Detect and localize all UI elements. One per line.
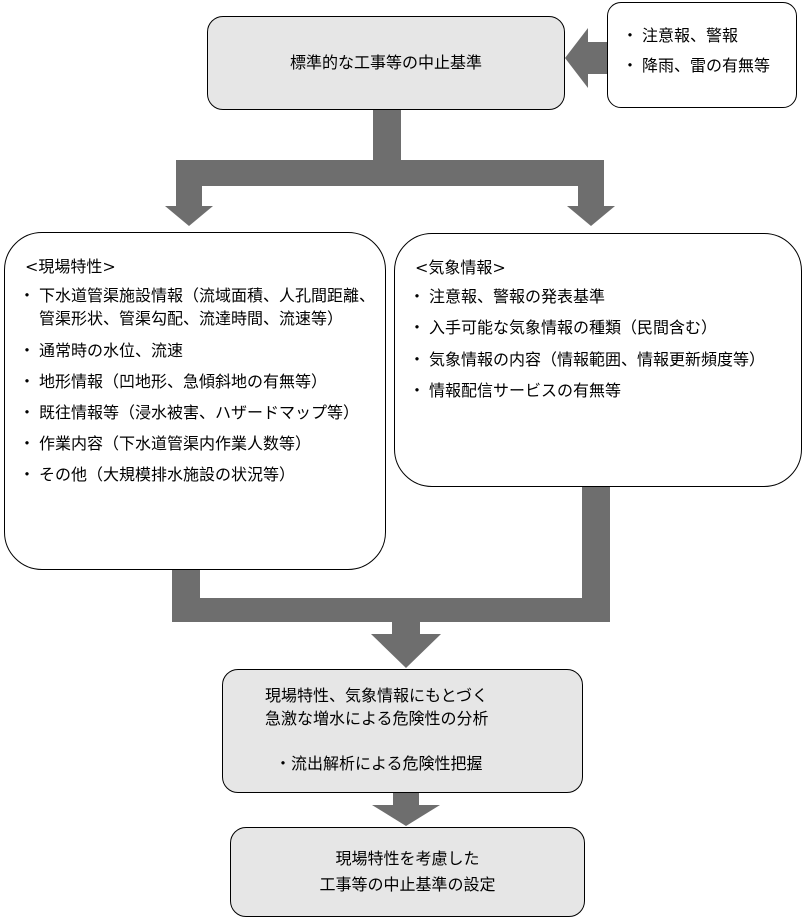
list-item: 既往情報等（浸水被害、ハザードマップ等） [19,401,375,424]
connector-standard-stem [373,110,401,162]
risk-analysis-line-2: 急激な増水による危険性の分析 [265,709,489,729]
final-criteria-box: 現場特性を考慮した 工事等の中止基準の設定 [230,827,585,917]
risk-analysis-subitem: ・流出解析による危険性把握 [275,754,483,774]
arrow-split-to-site [165,206,213,226]
list-item: 通常時の水位、流速 [19,339,375,362]
risk-analysis-box: 現場特性、気象情報にもとづく 急激な増水による危険性の分析 ・流出解析による危険… [222,669,583,793]
arrow-warning-to-standard [565,28,607,88]
list-item: 気象情報の内容（情報範囲、情報更新頻度等） [409,348,793,371]
list-item: 入手可能な気象情報の種類（民間含む） [409,316,793,339]
list-item: 下水道管渠施設情報（流域面積、人孔間距離、管渠形状、管渠勾配、流達時間、流速等） [19,284,375,330]
connector-split-left [176,160,202,208]
list-item: その他（大規模排水施設の状況等） [19,463,375,486]
arrow-analysis-to-final [372,805,440,826]
list-item: 降雨、雷の有無等 [622,51,786,82]
warning-conditions-box: 注意報、警報 降雨、雷の有無等 [607,2,797,108]
connector-merge-stem [392,598,420,636]
list-item: 情報配信サービスの有無等 [409,379,793,402]
weather-info-box: <気象情報> 注意報、警報の発表基準 入手可能な気象情報の種類（民間含む） 気象… [394,233,802,487]
warning-conditions-list: 注意報、警報 降雨、雷の有無等 [622,21,786,82]
connector-merge-bar [172,598,610,622]
standard-criteria-title: 標準的な工事等の中止基準 [289,53,482,73]
site-characteristics-box: <現場特性> 下水道管渠施設情報（流域面積、人孔間距離、管渠形状、管渠勾配、流達… [4,232,386,570]
arrow-merge-to-analysis [371,634,441,668]
connector-split-bar [176,160,604,186]
list-item: 注意報、警報 [622,21,786,52]
list-item: 注意報、警報の発表基準 [409,285,793,308]
weather-info-list: 注意報、警報の発表基準 入手可能な気象情報の種類（民間含む） 気象情報の内容（情… [409,285,793,402]
connector-analysis-stem [393,793,419,807]
final-criteria-line-2: 工事等の中止基準の設定 [319,875,496,894]
weather-info-heading: <気象情報> [415,258,506,277]
site-characteristics-heading: <現場特性> [25,257,116,276]
risk-analysis-line-1: 現場特性、気象情報にもとづく [265,686,489,705]
list-item: 作業内容（下水道管渠内作業人数等） [19,432,375,455]
standard-criteria-box: 標準的な工事等の中止基準 [207,16,565,110]
site-characteristics-list: 下水道管渠施設情報（流域面積、人孔間距離、管渠形状、管渠勾配、流達時間、流速等）… [19,284,375,487]
final-criteria-line-1: 現場特性を考慮した [335,849,480,869]
arrow-split-to-weather [567,206,615,226]
connector-split-right [578,160,604,208]
list-item: 地形情報（凹地形、急傾斜地の有無等） [19,370,375,393]
